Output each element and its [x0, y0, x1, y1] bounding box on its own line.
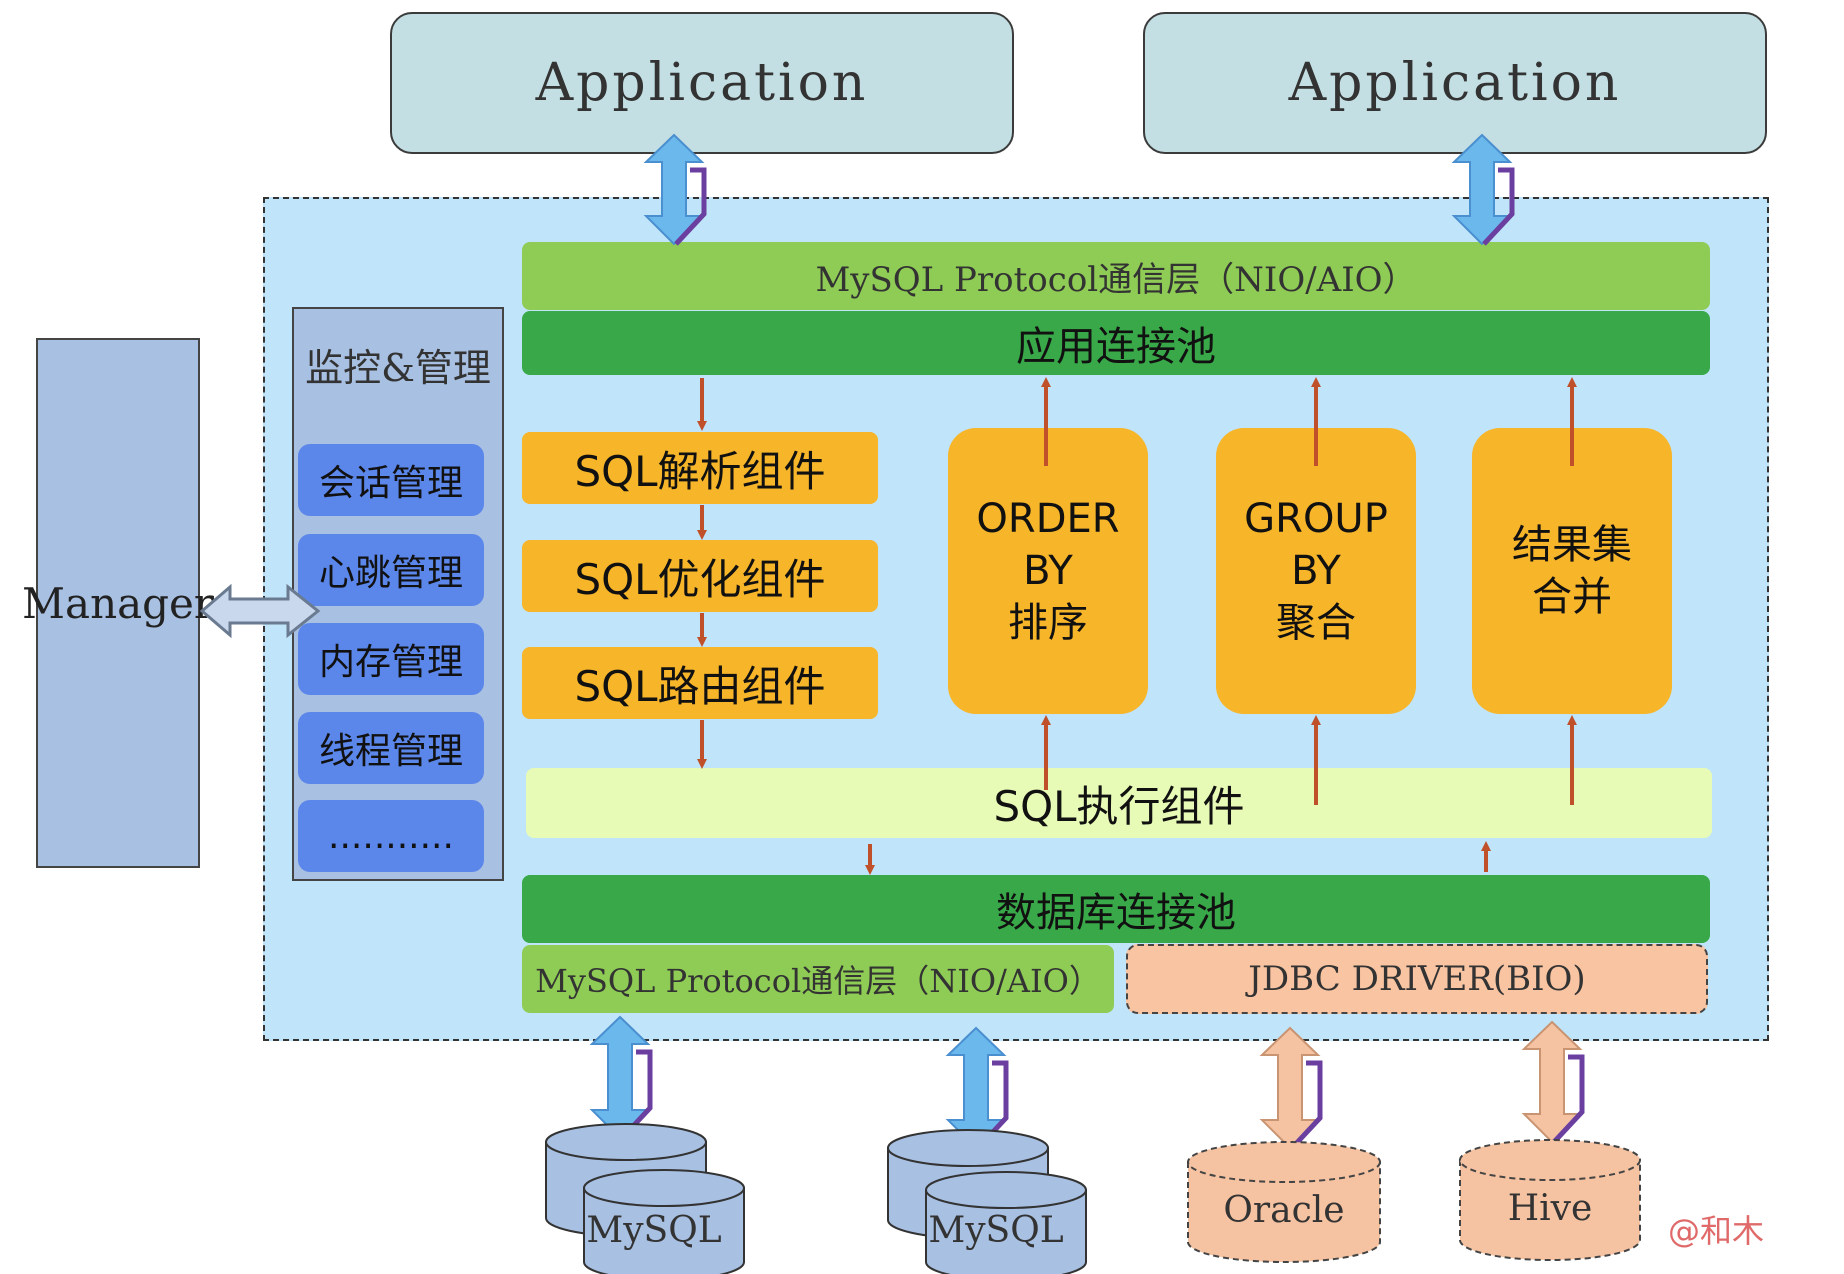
protocol-layer-bottom: MySQL Protocol通信层（NIO/AIO）: [522, 945, 1114, 1013]
monitor-item-heartbeat: 心跳管理: [298, 534, 484, 606]
mysql-database-2: MySQL: [887, 1129, 1087, 1274]
db-link-arrow-hive: [1521, 1020, 1585, 1144]
db-label-hive: Hive: [1508, 1188, 1593, 1229]
manager-box: Manager: [22, 338, 214, 868]
group-by-title: GROUP BY: [1244, 496, 1388, 594]
sql-exec-component: SQL执行组件: [526, 768, 1712, 838]
application-box-left: Application: [390, 12, 1014, 154]
db-link-arrow-mysql-1: [589, 1015, 653, 1140]
mysql-database-1: MySQL: [545, 1123, 745, 1274]
app-link-arrow-left: [643, 133, 707, 246]
protocol-layer-top: MySQL Protocol通信层（NIO/AIO）: [522, 242, 1710, 310]
order-by-title: ORDER BY: [976, 496, 1120, 594]
oracle-database: Oracle: [1187, 1141, 1381, 1263]
monitor-item-memory: 内存管理: [298, 623, 484, 695]
group-by-subtitle: 聚合: [1276, 600, 1356, 646]
sql-optimize-component: SQL优化组件: [522, 540, 878, 612]
application-label: Application: [535, 53, 869, 113]
db-label-mysql-1: MySQL: [586, 1210, 721, 1251]
app-link-arrow-right: [1451, 133, 1515, 246]
db-label-oracle: Oracle: [1223, 1190, 1344, 1231]
sql-route-component: SQL路由组件: [522, 647, 878, 719]
monitor-item-more: ...........: [298, 800, 484, 872]
group-by-component: GROUP BY 聚合: [1216, 428, 1416, 714]
order-by-subtitle: 排序: [1008, 600, 1088, 646]
manager-label: Manager: [22, 578, 214, 628]
db-label-mysql-2: MySQL: [928, 1210, 1063, 1251]
application-box-right: Application: [1143, 12, 1767, 154]
result-merge-component: 结果集 合并: [1472, 428, 1672, 714]
application-label: Application: [1288, 53, 1622, 113]
app-connection-pool: 应用连接池: [522, 311, 1710, 375]
db-link-arrow-oracle: [1259, 1026, 1323, 1150]
watermark: @和木: [1667, 1212, 1764, 1250]
monitor-item-session: 会话管理: [298, 444, 484, 516]
jdbc-driver-layer: JDBC DRIVER(BIO): [1126, 944, 1708, 1014]
hive-database: Hive: [1459, 1139, 1641, 1261]
result-merge-line2: 合并: [1532, 574, 1612, 620]
db-connection-pool: 数据库连接池: [522, 875, 1710, 943]
monitor-item-thread: 线程管理: [298, 712, 484, 784]
flow-arrows: [697, 377, 1577, 875]
order-by-component: ORDER BY 排序: [948, 428, 1148, 714]
sql-parse-component: SQL解析组件: [522, 432, 878, 504]
result-merge-line1: 结果集: [1512, 522, 1632, 568]
monitor-title: 监控&管理: [305, 345, 491, 390]
manager-monitor-arrow: [199, 583, 321, 639]
